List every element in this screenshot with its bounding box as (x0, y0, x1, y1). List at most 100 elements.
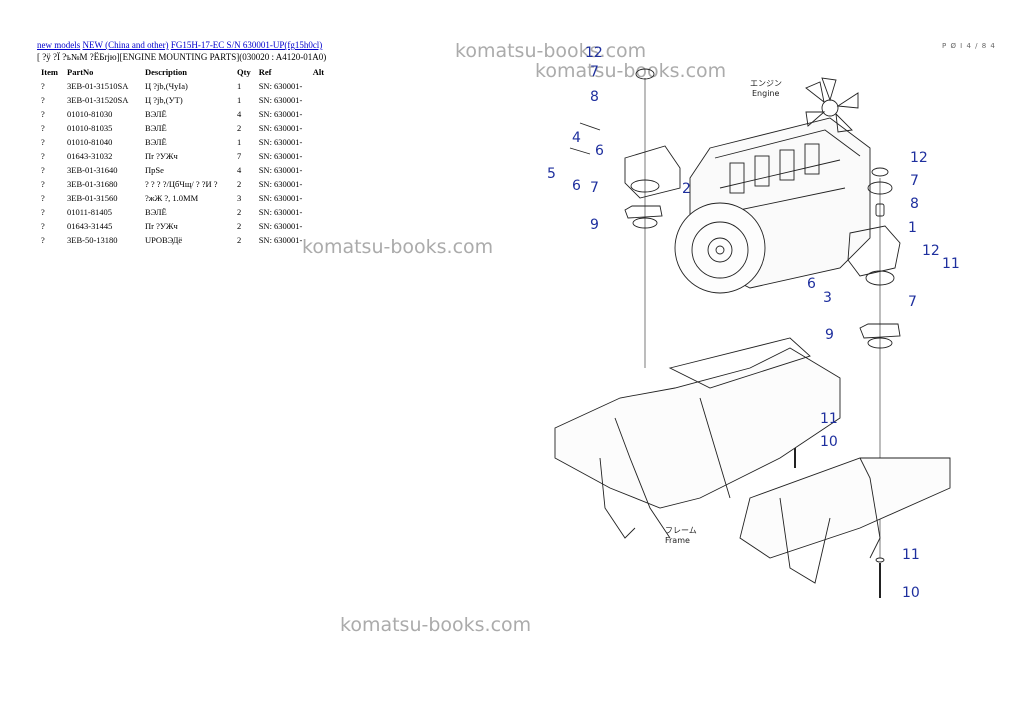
cell-qty: 2 (237, 179, 242, 189)
cell-item: ? (41, 123, 45, 133)
cell-alt (309, 205, 337, 219)
cell-alt (309, 79, 337, 93)
cell-description: ВЭЛЁ (145, 123, 167, 133)
callout-7: 7 (908, 294, 917, 310)
callout-12: 12 (922, 243, 940, 259)
cell-description: ?жЖ ?, 1.0MM (145, 193, 199, 203)
column-header-item: Item (41, 67, 58, 77)
cell-description: Ц ?jb,(ЧуIа) (145, 81, 188, 91)
frame-label-jp: フレーム (665, 526, 697, 535)
cell-partno: 01643-31032 (67, 151, 113, 161)
cell-alt (309, 135, 337, 149)
cell-ref: SN: 630001- (258, 81, 303, 91)
cell-alt (309, 107, 337, 121)
cell-partno: 01643-31445 (67, 221, 113, 231)
page-number: P Ø I 4 / 8 4 (942, 42, 996, 50)
table-row: ? 3EB-01-31510SA Ц ?jb,(ЧуIа) 1 SN: 630001- (37, 79, 337, 93)
cell-description: UPОВЭДё (145, 235, 183, 245)
callout-8: 8 (590, 89, 599, 105)
cell-alt (309, 177, 337, 191)
cell-ref: SN: 630001- (258, 179, 303, 189)
callout-6: 6 (807, 276, 816, 292)
cell-item: ? (41, 151, 45, 161)
callout-10: 10 (820, 434, 838, 450)
watermark: komatsu-books.com (535, 60, 727, 82)
callout-10: 10 (902, 585, 920, 601)
column-header-partno: PartNo (67, 67, 94, 77)
table-header-row: Item PartNo Description Qty Ref Alt (37, 65, 337, 79)
callout-11: 11 (942, 256, 960, 272)
breadcrumb: new models NEW (China and other) FG15H-1… (37, 40, 322, 50)
cell-description: ПрSе (145, 165, 164, 175)
cell-ref: SN: 630001- (258, 95, 303, 105)
cell-partno: 01010-81040 (67, 137, 113, 147)
cell-item: ? (41, 109, 45, 119)
breadcrumb-link-region[interactable]: NEW (China and other) (82, 40, 169, 50)
frame-label: Frame (665, 536, 690, 545)
cell-ref: SN: 630001- (258, 123, 303, 133)
cell-ref: SN: 630001- (258, 109, 303, 119)
table-row: ? 01010-81030 ВЭЛЁ 4 SN: 630001- (37, 107, 337, 121)
callout-7: 7 (590, 180, 599, 196)
cell-ref: SN: 630001- (258, 165, 303, 175)
callout-7: 7 (590, 64, 599, 80)
callout-12: 12 (910, 150, 928, 166)
cell-partno: 01010-81030 (67, 109, 113, 119)
breadcrumb-link-new-models[interactable]: new models (37, 40, 81, 50)
callout-12: 12 (585, 45, 603, 61)
cell-partno: 3EB-01-31520SA (67, 95, 129, 105)
callout-6: 6 (572, 178, 581, 194)
callout-9: 9 (590, 217, 599, 233)
cell-qty: 2 (237, 123, 242, 133)
cell-alt (309, 191, 337, 205)
callout-labels: 12 7 8 4 5 6 6 7 2 9 12 7 8 1 12 11 6 3 … (547, 45, 960, 601)
column-header-alt: Alt (312, 67, 325, 77)
cell-ref: SN: 630001- (258, 207, 303, 217)
column-header-ref: Ref (258, 67, 272, 77)
cell-item: ? (41, 95, 45, 105)
watermark: komatsu-books.com (340, 614, 532, 636)
page-subtitle: [ ?ÿ ?Ï ?ъ№М ?ЁБrjю][ENGINE MOUNTING PAR… (37, 52, 327, 62)
cell-qty: 2 (237, 221, 242, 231)
cell-ref: SN: 630001- (258, 151, 303, 161)
cell-alt (309, 93, 337, 107)
cell-description: Пr ?УЖч (145, 221, 178, 231)
cell-qty: 4 (237, 109, 242, 119)
callout-9: 9 (825, 327, 834, 343)
cell-qty: 1 (237, 81, 242, 91)
table-row: ? 01643-31032 Пr ?УЖч 7 SN: 630001- (37, 149, 337, 163)
column-header-qty: Qty (237, 67, 251, 77)
cell-ref: SN: 630001- (258, 193, 303, 203)
cell-item: ? (41, 137, 45, 147)
cell-partno: 3EB-01-31510SA (67, 81, 129, 91)
cell-description: ВЭЛЁ (145, 109, 167, 119)
cell-partno: 01011-81405 (67, 207, 113, 217)
cell-qty: 4 (237, 165, 242, 175)
cell-item: ? (41, 193, 45, 203)
cell-qty: 7 (237, 151, 242, 161)
engine-label: Engine (752, 89, 779, 98)
watermark: komatsu-books.com (302, 236, 494, 258)
callout-6: 6 (595, 143, 604, 159)
parts-table: Item PartNo Description Qty Ref Alt ? 3EB… (37, 65, 337, 247)
cell-qty: 1 (237, 95, 242, 105)
callout-4: 4 (572, 130, 581, 146)
cell-partno: 3EB-50-13180 (67, 235, 118, 245)
cell-description: ? ? ? ?/ЦбЧщ/ ? ?И ? (145, 179, 218, 189)
cell-partno: 01010-81035 (67, 123, 113, 133)
cell-qty: 3 (237, 193, 242, 203)
cell-item: ? (41, 81, 45, 91)
callout-3: 3 (823, 290, 832, 306)
callout-7: 7 (910, 173, 919, 189)
cell-alt (309, 163, 337, 177)
cell-description: Пr ?УЖч (145, 151, 178, 161)
cell-alt (309, 219, 337, 233)
diagram-linework (554, 68, 951, 598)
breadcrumb-link-model[interactable]: FG15H-17-EC S/N 630001-UP(fg15h0cl) (170, 40, 323, 50)
